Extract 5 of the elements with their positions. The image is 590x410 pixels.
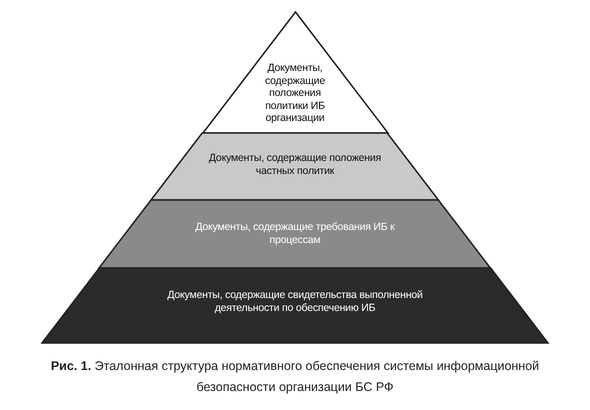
tier-text: Документы, содержащие требования ИБ к процессам bbox=[194, 221, 396, 246]
tier-text: Документы, содержащие положения частных политик bbox=[208, 152, 382, 177]
tier-text: Документы, содержащие положения политики ИБ организации bbox=[264, 62, 326, 124]
tier-text: Документы, содержащие свидетельства выполненной деятельности по обеспечению ИБ bbox=[166, 289, 424, 314]
figure-caption: Рис. 1. Эталонная структура нормативного обеспечения системы информационной безопасности организации БС РФ bbox=[50, 358, 540, 396]
